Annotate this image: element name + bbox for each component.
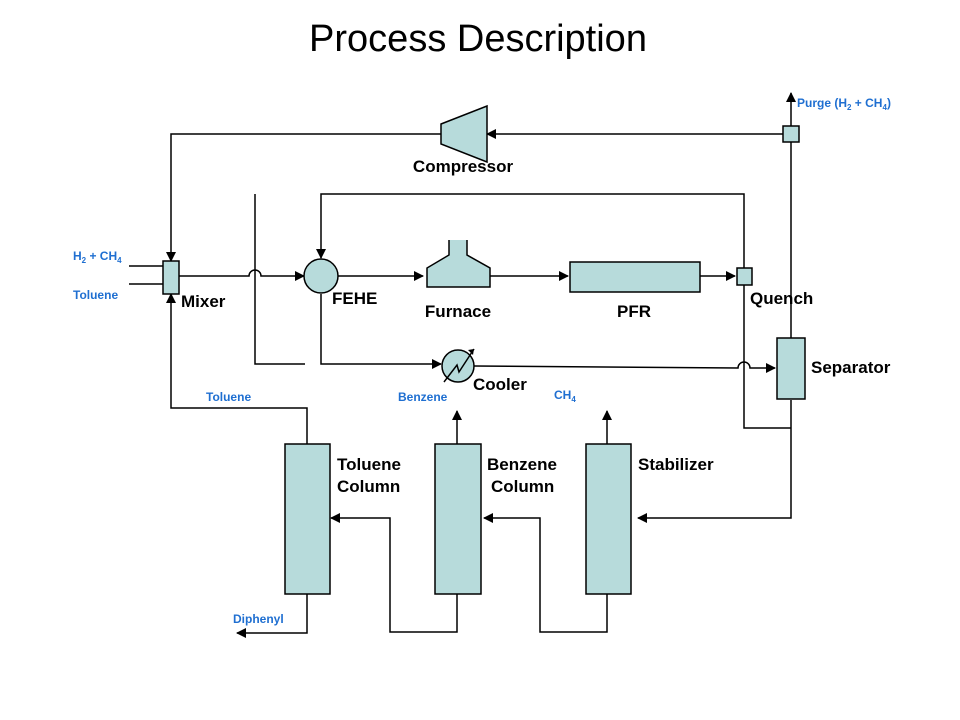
furnace-label: Furnace (425, 302, 491, 321)
stabilizer-label: Stabilizer (638, 455, 714, 474)
page-title: Process Description (309, 18, 647, 60)
furnace-unit (426, 240, 491, 288)
cooler-unit (441, 348, 475, 383)
separator-label: Separator (811, 358, 891, 377)
toluene-column-unit (284, 443, 331, 595)
toluene-column-label-line2: Column (337, 477, 400, 496)
cooler-to-separator-line (473, 361, 776, 373)
pfr-label: PFR (617, 302, 651, 321)
stabilizer-bottoms-line (483, 513, 608, 633)
fehe-to-cooler-line (320, 294, 442, 369)
benzene-product-label: Benzene (398, 390, 448, 404)
purge-splitter (782, 125, 800, 143)
stabilizer-unit (585, 443, 632, 595)
mixer-to-fehe-line (179, 269, 305, 281)
fehe-unit (303, 258, 339, 294)
diphenyl-line (236, 594, 308, 638)
mixer-label: Mixer (181, 292, 226, 311)
benzene-bottoms-line (330, 513, 458, 633)
mixer-unit (162, 260, 180, 295)
quench-unit (736, 267, 753, 286)
ch4-offgas-label: CH4 (554, 388, 576, 404)
quench-to-fehe-line (316, 193, 745, 268)
separator-to-stabilizer-line (637, 400, 792, 523)
diphenyl-label: Diphenyl (233, 612, 284, 626)
fehe-label: FEHE (332, 289, 377, 308)
toluene-column-label-line1: Toluene (337, 455, 401, 474)
compressor-to-mixer-line (166, 133, 441, 262)
toluene-recycle-line (166, 293, 308, 444)
benzene-column-unit (434, 443, 482, 595)
bypass-line (254, 194, 305, 365)
toluene-recycle-label: Toluene (206, 390, 251, 404)
purge-stream-label: Purge (H2 + CH4) (797, 96, 891, 112)
feed-gas-label: H2 + CH4 (73, 249, 122, 265)
compressor-unit (440, 104, 488, 164)
benzene-column-label-line2: Column (491, 477, 554, 496)
benzene-column-label-line1: Benzene (487, 455, 557, 474)
pfr-unit (569, 261, 701, 293)
cooler-label: Cooler (473, 375, 527, 394)
quench-bottoms-line (743, 285, 791, 429)
quench-label: Quench (750, 289, 813, 308)
feed-toluene-label: Toluene (73, 288, 118, 302)
compressor-label: Compressor (413, 157, 514, 176)
separator-unit (776, 337, 806, 400)
